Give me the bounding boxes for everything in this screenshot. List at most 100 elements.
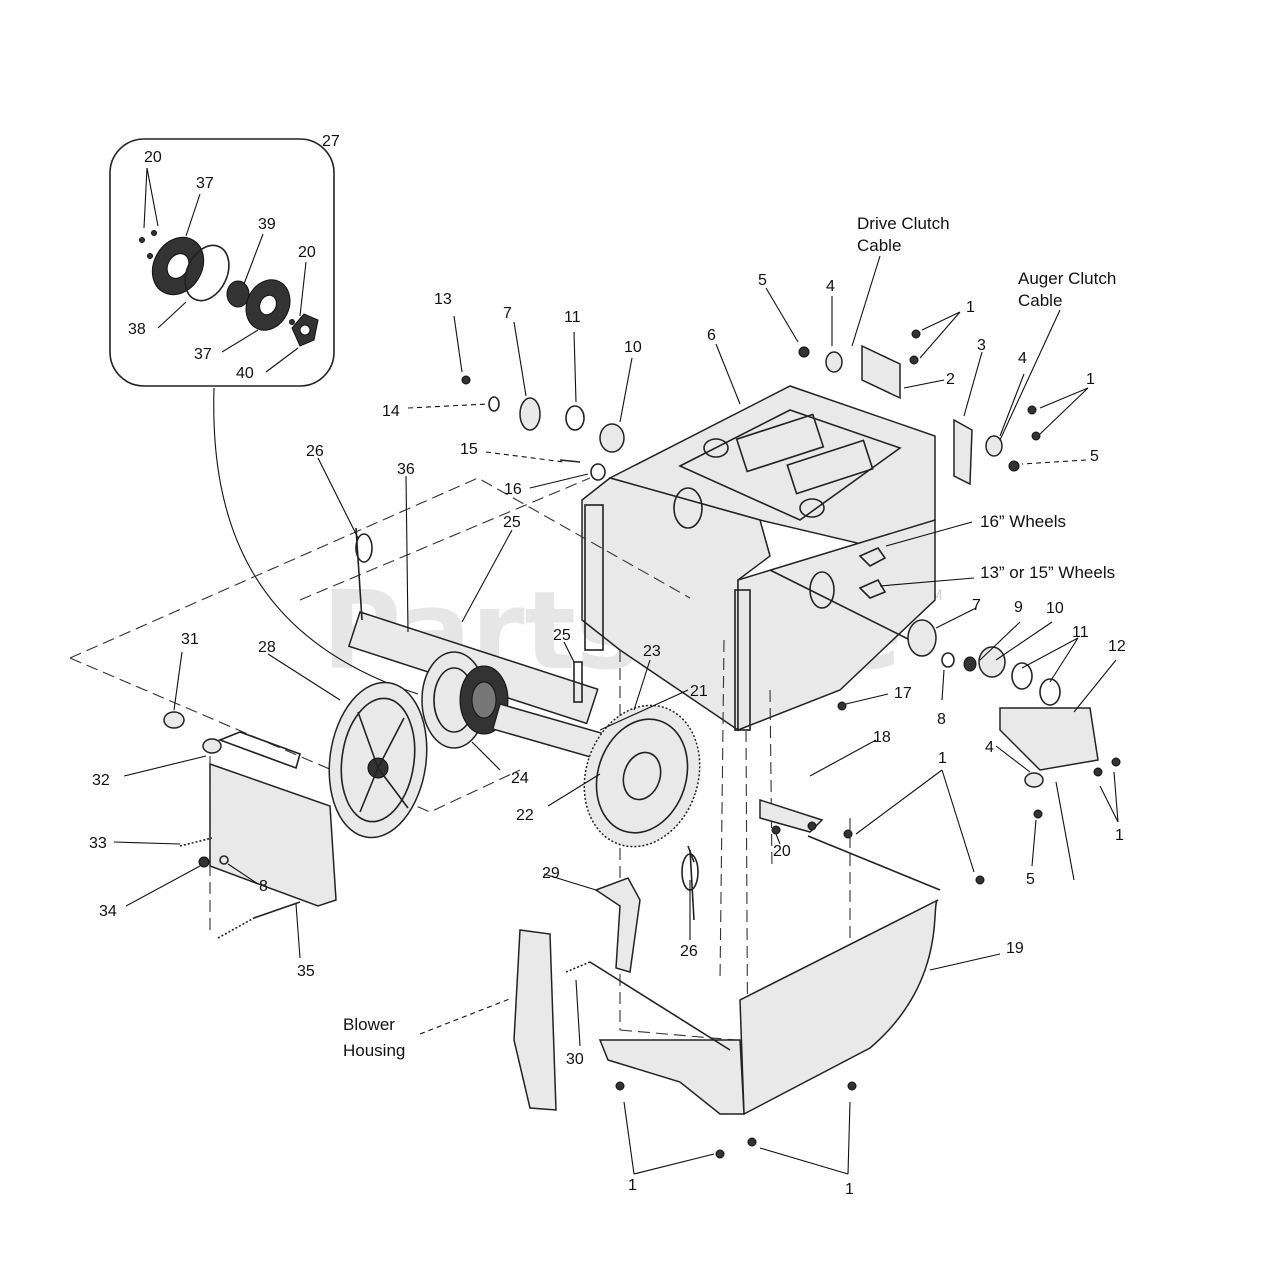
spring-rod [253,901,301,919]
callout-number: 37 [196,175,214,192]
auger-clutch-cable-caption: Auger Clutch [1018,269,1116,288]
callout-number: 2 [946,371,955,388]
callout-number: 26 [680,943,698,960]
bushing-31-part [163,711,185,729]
rod-part [807,835,941,891]
frame-assembly [581,385,936,732]
retaining-ring-part [184,244,230,302]
bearing-part [226,280,250,308]
callout-number: 24 [511,770,529,787]
callout-number: 37 [194,346,212,363]
inset-detail-27 [109,138,335,387]
spring-35-part [217,917,255,939]
washer-16-part [590,463,606,481]
bracket-2-part [861,344,901,400]
frame-flange-left [584,504,604,651]
nut-10-part [978,646,1006,678]
clevis-26-part [355,533,373,563]
axle-shaft [769,569,911,641]
nut-4-part [825,351,843,373]
bracket-3-part [953,418,973,486]
screw-1-part [1093,767,1103,777]
blower-housing-caption: Blower [343,1015,395,1034]
frame-slot [786,439,874,495]
callout-number: 10 [624,339,642,356]
washer-14-part [488,396,500,412]
gear-teeth [583,704,701,848]
leader-line [221,329,259,353]
belt-cover-35 [163,711,337,939]
callout-number: 16 [504,481,522,498]
nut-9-part [963,656,977,672]
chute-plate-19 [739,899,939,1116]
bolt-5-part [1033,809,1043,819]
callout-number: 13 [434,291,452,308]
screw-1-part [847,1081,857,1091]
spring-rod [589,961,731,1051]
callout-number: 8 [937,711,946,728]
screw-1-part [1111,757,1121,767]
drive-clutch-cable-caption: Cable [857,236,901,255]
leader-line [299,261,307,317]
callout-number: 33 [89,835,107,852]
auger-drive-assembly [347,527,626,766]
pulley-28 [328,681,428,839]
leader-line [243,233,264,285]
hub-center [471,681,497,719]
callout-number: 31 [181,631,199,648]
washer-11-part [1011,662,1033,690]
base-plate [598,1039,745,1115]
screw-1-part [1031,431,1041,441]
leader-line [265,347,299,373]
stud-32-part [202,738,222,754]
screw-1-part [843,829,853,839]
spring-30-part [565,961,591,973]
nut-34-part [198,856,210,868]
callout-number: 40 [236,365,254,382]
blower-bracket-part [513,929,557,1111]
wheels-13-15-caption: 13” or 15” Wheels [980,563,1115,582]
bearing-plate-hole [259,294,277,316]
callout-number: 1 [966,299,975,316]
wheels-16-caption: 16” Wheels [980,512,1066,531]
bracket-18-part [759,798,824,833]
leader-line [157,301,187,329]
leader-line [185,193,201,237]
callout-number: 8 [259,878,268,895]
callout-number: 34 [99,903,117,920]
bolt-17-part [837,701,847,711]
screw-1-part [1027,405,1037,415]
captions: Drive Clutch Cable Auger Clutch Cable 16… [343,214,1116,1060]
frame-top-recess [678,409,902,521]
washer-8-part [941,652,955,668]
callout-number: 26 [306,443,324,460]
bolt-13-part [461,375,471,385]
washer-11-part [565,405,585,431]
callout-number: 6 [707,327,716,344]
spring-33-part [179,837,213,847]
callout-number: 32 [92,772,110,789]
callout-number: 14 [382,403,400,420]
wheel-bracket-13-15 [858,578,887,599]
auger-clutch-cable-caption: Cable [1018,291,1062,310]
frame-slot [735,413,825,473]
leader-line [143,167,159,229]
nut-4-part [985,435,1003,457]
inset-frame [109,138,335,387]
callout-number: 1 [1086,371,1095,388]
callout-number: 1 [938,750,947,767]
callout-number: 18 [873,729,891,746]
screw-1-part [975,875,985,885]
callout-number: 28 [258,639,276,656]
frame-hole [703,438,729,458]
callout-number: 1 [845,1181,854,1198]
callout-number: 22 [516,807,534,824]
callout-number: 11 [1072,624,1089,641]
drive-clutch-cable-caption: Drive Clutch [857,214,950,233]
frame-flange-right [734,589,751,731]
washer-8-part [219,855,229,865]
callout-number: 38 [128,321,146,338]
callout-number: 4 [826,278,835,295]
callout-number: 20 [298,244,316,261]
